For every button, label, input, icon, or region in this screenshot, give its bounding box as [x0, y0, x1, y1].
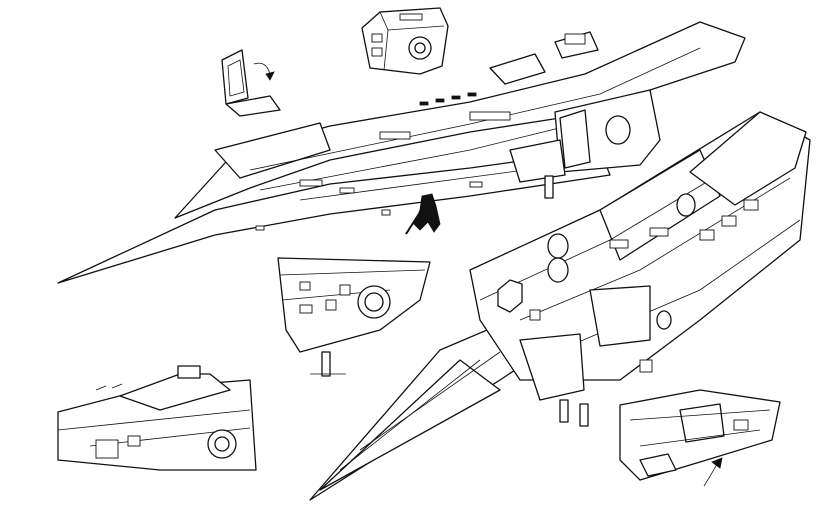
- main-ship-perspective-view: [309, 111, 811, 501]
- engine-block: [509, 89, 661, 199]
- bridge-turret: [489, 31, 599, 85]
- hull-panels: [529, 199, 759, 373]
- detail-underside: [619, 389, 781, 487]
- main-ship-side-view: [57, 21, 746, 284]
- detail-hull-section: [277, 257, 431, 377]
- detail-hatch: [221, 49, 281, 117]
- engine-nozzles: [547, 193, 696, 283]
- detail-turret-block: [361, 7, 449, 75]
- detail-bow-section: [57, 365, 257, 471]
- hull-vents: [255, 92, 511, 231]
- mobile-suit-figure: [405, 193, 441, 235]
